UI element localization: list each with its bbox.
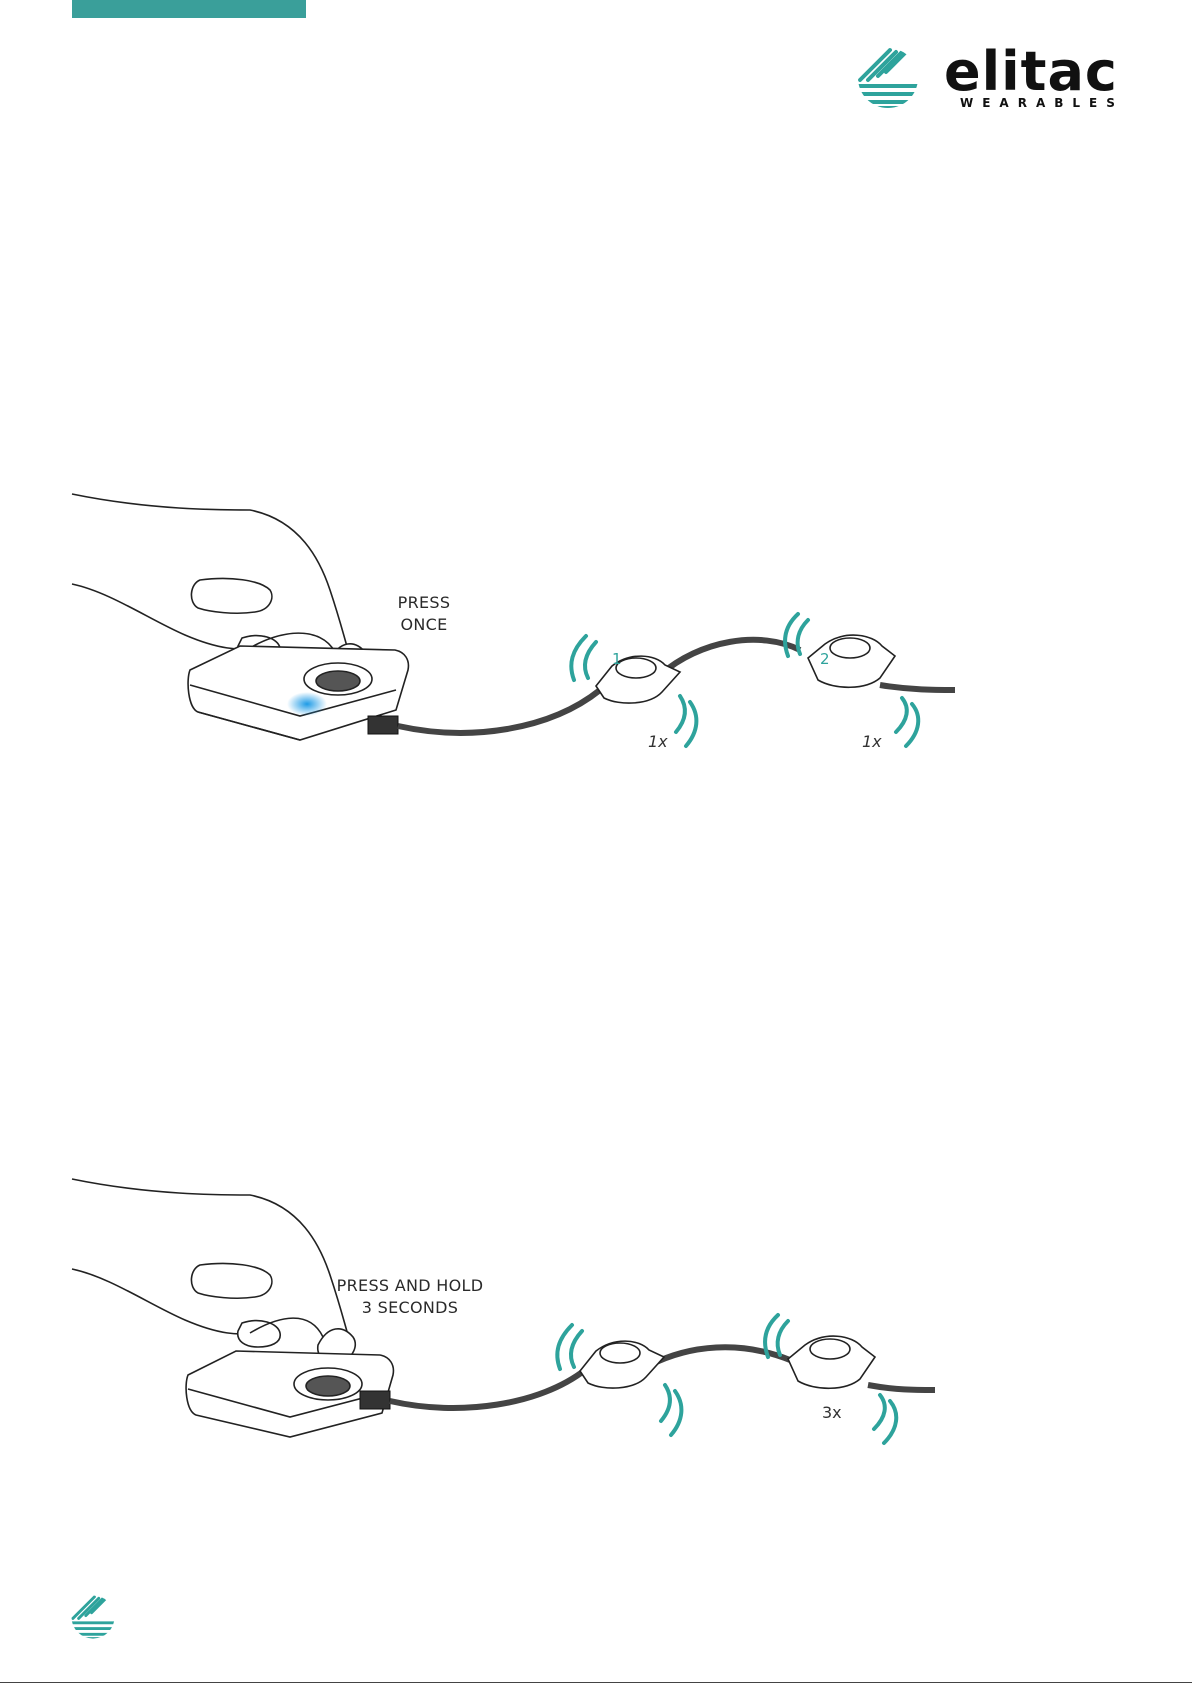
caption-line-1: PRESS AND HOLD [330,1275,490,1297]
caption-line-2: ONCE [384,614,464,636]
step-2-caption: PRESS AND HOLD 3 SECONDS [330,1275,490,1319]
cable [398,690,600,733]
unit-2-count: 1x [862,732,882,751]
caption-line-2: 3 SECONDS [330,1297,490,1319]
press-hold-drawing [0,1165,1192,1465]
unit-2-count: 3x [822,1403,842,1422]
hand-icon [72,1179,355,1363]
step-1-caption: PRESS ONCE [384,592,464,636]
led-indicator-icon [287,692,327,716]
bottom-rule [0,1682,1192,1683]
elitac-footer-icon [70,1594,116,1640]
elitac-circle-lines-icon [856,46,920,110]
unit-2-number: 2 [820,650,830,668]
cable-connector-icon [368,716,398,734]
caption-line-1: PRESS [384,592,464,614]
vibration-unit-1 [596,656,680,703]
unit-1-count: 1x [648,732,668,751]
vibration-unit-1 [580,1341,664,1388]
logo-subtitle: WEARABLES [960,96,1124,110]
vibration-unit-2 [788,1336,875,1388]
cable-connector-icon [360,1391,390,1409]
unit-1-number: 1 [612,650,622,668]
top-accent-bar [72,0,306,18]
press-hold-illustration: PRESS AND HOLD 3 SECONDS 3x [0,1165,1192,1465]
elitac-logo: elitac WEARABLES [856,44,1116,114]
cable [390,1370,585,1408]
press-once-illustration: PRESS ONCE 1 2 1x 1x [0,480,1192,780]
press-once-drawing [0,480,1192,780]
logo-wordmark: elitac [944,44,1118,100]
